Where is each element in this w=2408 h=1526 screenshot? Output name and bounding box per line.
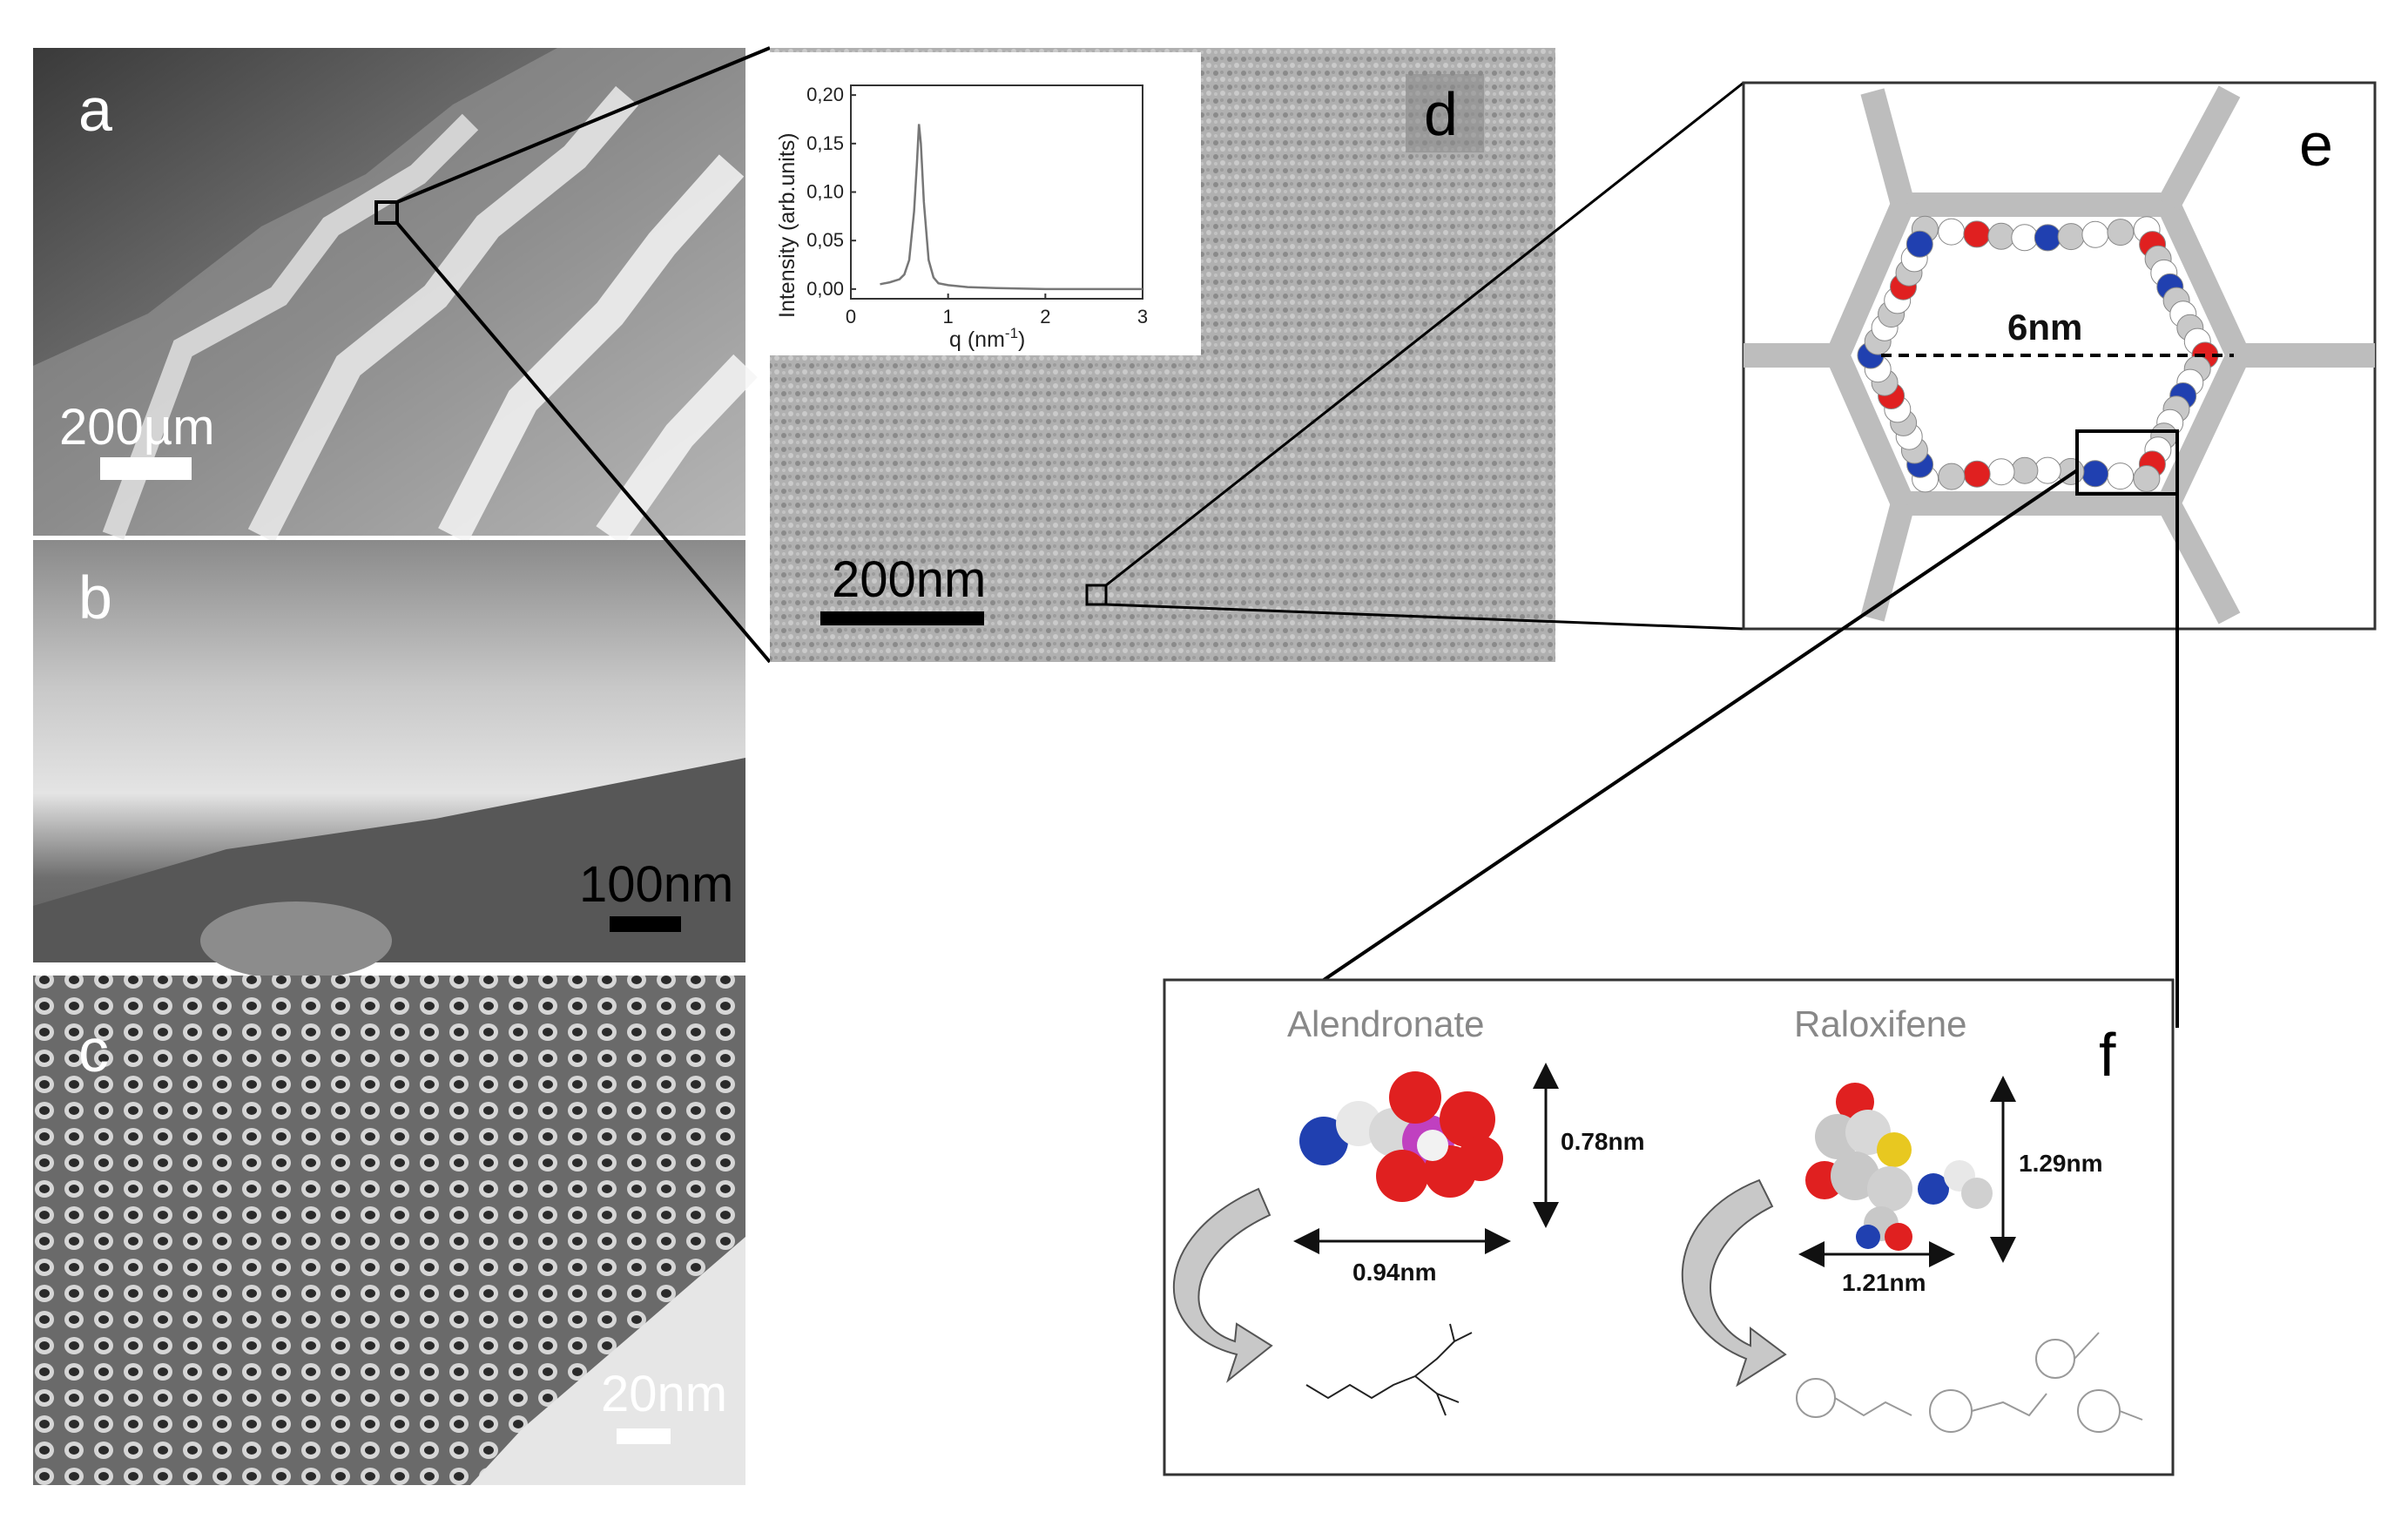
panel-b-scale-bar <box>610 916 681 932</box>
panel-c-label: c <box>78 1016 109 1084</box>
molecule-atom <box>2011 224 2039 252</box>
molecule-atom <box>2011 456 2039 484</box>
panel-f-label: f <box>2099 1021 2116 1089</box>
molecule-atom <box>1938 463 1966 490</box>
panel-e-label: e <box>2299 111 2333 179</box>
alendronate-structure <box>1305 1323 1473 1416</box>
raloxifene-curved-arrow <box>1681 1178 1787 1388</box>
raloxifene-structure <box>1796 1332 2143 1433</box>
raloxifene-name: Raloxifene <box>1794 1003 1966 1044</box>
panel-b: b 100nm <box>33 540 745 980</box>
panel-d-label: d <box>1424 80 1458 148</box>
molecule-atom <box>1963 460 1991 488</box>
alendronate-name: Alendronate <box>1287 1003 1485 1044</box>
inset-series-line <box>880 124 1143 291</box>
inset-ytick-label: 0,00 <box>806 278 844 300</box>
molecule-atom <box>2057 223 2085 251</box>
raloxifene-model <box>1805 1083 1993 1251</box>
molecule-atom <box>2081 460 2109 488</box>
inset-ytick-label: 0,20 <box>806 84 844 105</box>
panel-d-scale-text: 200nm <box>832 551 986 608</box>
panel-c-scale-text: 20nm <box>601 1366 727 1422</box>
inset-ytick-label: 0,10 <box>806 181 844 203</box>
panel-a-label: a <box>78 76 112 144</box>
alendronate-curved-arrow <box>1172 1187 1273 1383</box>
molecule-atom <box>1963 220 1991 248</box>
molecule-atom <box>2133 465 2161 492</box>
raloxifene-height: 1.29nm <box>2019 1150 2103 1177</box>
inset-xtick-label: 0 <box>846 306 856 327</box>
inset-ylabel: Intensity (arb.units) <box>775 132 799 318</box>
panel-a-scale-text: 200µm <box>59 399 215 456</box>
inset-xtick-label: 2 <box>1040 306 1050 327</box>
alendronate-height: 0.78nm <box>1561 1128 1645 1155</box>
alendronate-model <box>1299 1071 1503 1202</box>
panel-c: c 20nm <box>33 976 745 1485</box>
inset-xlabel: q (nm-1) <box>949 325 1025 352</box>
alendronate-width: 0.94nm <box>1352 1259 1437 1286</box>
molecule-atom <box>2107 463 2135 490</box>
panel-b-scale-text: 100nm <box>579 856 733 913</box>
inset-ytick-label: 0,15 <box>806 132 844 154</box>
panel-e: 6nm e <box>1742 81 2377 631</box>
inset-ticks: 0,20 0,15 0,10 0,05 0,000 1 2 3 <box>806 84 1148 327</box>
molecule-atom <box>1938 218 1966 246</box>
pore-diameter-label: 6nm <box>2007 307 2082 348</box>
inset-xtick-label: 1 <box>943 306 954 327</box>
panel-b-label: b <box>78 564 112 631</box>
inset-xtick-label: 3 <box>1137 306 1148 327</box>
panel-a: a 200µm <box>33 48 758 545</box>
panel-c-scale-bar <box>617 1428 671 1444</box>
inset-ytick-label: 0,05 <box>806 229 844 251</box>
panel-f: f Alendronate 0.78nm 0.94nm Raloxifene <box>1163 978 2175 1476</box>
panel-d-scale-bar <box>820 611 984 625</box>
panel-a-scale-bar <box>100 457 192 480</box>
molecule-atom <box>2034 456 2061 484</box>
molecule-atom <box>1987 222 2015 250</box>
molecule-atom <box>2107 219 2135 246</box>
molecule-atom <box>2034 224 2061 252</box>
molecule-atom <box>2081 220 2109 248</box>
molecule-atom <box>1905 230 1933 258</box>
raloxifene-width: 1.21nm <box>1842 1269 1926 1296</box>
inset-plot: 0,20 0,15 0,10 0,05 0,000 1 2 3 Intensity (arb.… <box>770 52 1201 355</box>
molecule-atom <box>1987 458 2015 486</box>
